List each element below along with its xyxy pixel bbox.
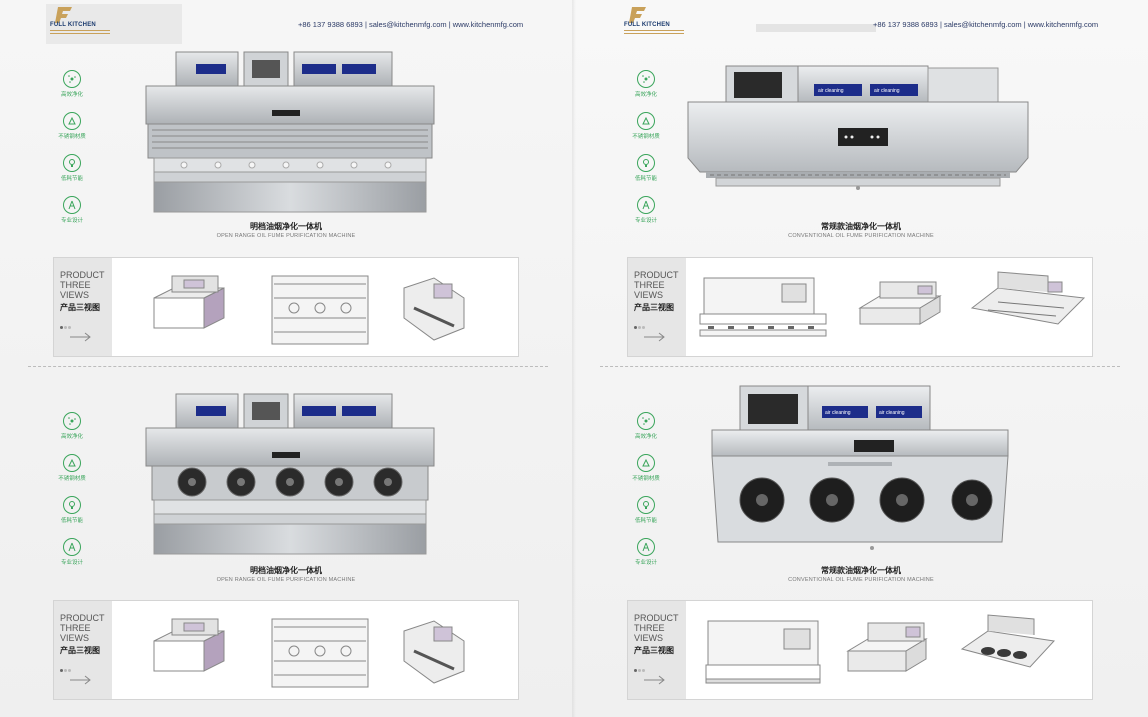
pager-dots	[60, 316, 112, 334]
bulb-icon	[63, 154, 81, 172]
brand-name: FULL KITCHEN	[50, 22, 96, 28]
feature-item: 专业设计	[626, 538, 666, 566]
product-title-cn: 明档油烟净化一体机	[250, 566, 322, 575]
design-icon	[637, 196, 655, 214]
arrow-right-icon[interactable]	[644, 332, 666, 342]
pager-dots	[634, 316, 686, 334]
product-title-en: OPEN RANGE OIL FUME PURIFICATION MACHINE	[216, 233, 356, 239]
product-caption: 明档油烟净化一体机 OPEN RANGE OIL FUME PURIFICATI…	[176, 221, 396, 239]
feature-list: 高效净化 不锈钢材质 低耗节能 专业设计	[52, 70, 92, 238]
logo-rule	[50, 30, 110, 34]
brand-logo: FULL KITCHEN	[620, 4, 756, 44]
product-title-en: OPEN RANGE OIL FUME PURIFICATION MACHINE	[216, 577, 356, 583]
feature-list: 高效净化 不锈钢材质 低耗节能 专业设计	[52, 412, 92, 580]
view-bottom-iso	[403, 620, 465, 684]
brand-name: FULL KITCHEN	[624, 22, 670, 28]
three-views-panel: PRODUCT THREE VIEWS 产品三视图	[627, 600, 1093, 700]
view-bottom-iso	[960, 614, 1056, 668]
feature-list: 高效净化 不锈钢材质 低耗节能 专业设计	[626, 70, 666, 238]
contact-info: +86 137 9388 6893 | sales@kitchenmfg.com…	[298, 20, 524, 29]
panel-label: air cleaning	[818, 88, 844, 94]
bulb-icon	[637, 496, 655, 514]
product-image-open-range-filter	[145, 51, 435, 213]
product-caption: 明档油烟净化一体机 OPEN RANGE OIL FUME PURIFICATI…	[176, 565, 396, 583]
feature-item: 专业设计	[52, 196, 92, 224]
feature-item: 不锈钢材质	[52, 112, 92, 140]
view-iso	[153, 275, 225, 329]
product-caption: 常规款油烟净化一体机 CONVENTIONAL OIL FUME PURIFIC…	[751, 221, 971, 239]
feature-item: 不锈钢材质	[626, 454, 666, 482]
feature-item: 不锈钢材质	[52, 454, 92, 482]
product-title-cn: 常规款油烟净化一体机	[821, 566, 901, 575]
feature-list: 高效净化 不锈钢材质 低耗节能 专业设计	[626, 412, 666, 580]
view-front	[699, 277, 827, 337]
three-views-label: PRODUCT THREE VIEWS 产品三视图	[54, 601, 112, 699]
three-views-panel: PRODUCT THREE VIEWS 产品三视图	[627, 257, 1093, 357]
feature-item: 专业设计	[52, 538, 92, 566]
feature-item: 高效净化	[52, 412, 92, 440]
three-views-label: PRODUCT THREE VIEWS 产品三视图	[628, 258, 686, 356]
product-image-open-range-fan	[145, 393, 435, 555]
purify-icon	[63, 412, 81, 430]
arrow-right-icon[interactable]	[644, 675, 666, 685]
product-caption: 常规款油烟净化一体机 CONVENTIONAL OIL FUME PURIFIC…	[751, 565, 971, 583]
logo-rule	[624, 30, 684, 34]
feature-item: 低耗节能	[52, 496, 92, 524]
feature-item: 低耗节能	[626, 154, 666, 182]
view-iso	[153, 618, 225, 672]
section-divider	[28, 366, 548, 367]
view-front	[271, 618, 369, 688]
design-icon	[63, 538, 81, 556]
three-views-panel: PRODUCT THREE VIEWS 产品三视图	[53, 257, 519, 357]
product-title-cn: 常规款油烟净化一体机	[821, 222, 901, 231]
pager-dots	[634, 659, 686, 677]
bulb-icon	[637, 154, 655, 172]
product-title-en: CONVENTIONAL OIL FUME PURIFICATION MACHI…	[788, 233, 934, 239]
view-front	[271, 275, 369, 345]
design-icon	[637, 538, 655, 556]
view-front	[705, 620, 821, 684]
panel-label: air cleaning	[825, 410, 851, 416]
feature-item: 不锈钢材质	[626, 112, 666, 140]
view-iso	[858, 281, 942, 325]
arrow-right-icon[interactable]	[70, 675, 92, 685]
feature-item: 高效净化	[626, 70, 666, 98]
view-bottom-iso	[403, 277, 465, 341]
feature-item: 专业设计	[626, 196, 666, 224]
panel-label: air cleaning	[874, 88, 900, 94]
view-bottom-iso	[970, 271, 1086, 325]
brand-logo: FULL KITCHEN	[46, 4, 182, 44]
design-icon	[63, 196, 81, 214]
feature-item: 高效净化	[626, 412, 666, 440]
purify-icon	[63, 70, 81, 88]
logo-icon	[55, 7, 72, 23]
product-title-cn: 明档油烟净化一体机	[250, 222, 322, 231]
bulb-icon	[63, 496, 81, 514]
contact-info: +86 137 9388 6893 | sales@kitchenmfg.com…	[873, 20, 1099, 29]
pager-dots	[60, 659, 112, 677]
logo-icon	[629, 7, 646, 23]
view-iso	[846, 622, 928, 672]
stainless-icon	[63, 112, 81, 130]
stainless-icon	[637, 454, 655, 472]
stainless-icon	[637, 112, 655, 130]
purify-icon	[637, 412, 655, 430]
three-views-panel: PRODUCT THREE VIEWS 产品三视图	[53, 600, 519, 700]
product-image-conventional-filter: air cleaning air cleaning	[687, 65, 1029, 190]
header-bar	[756, 24, 876, 32]
feature-item: 高效净化	[52, 70, 92, 98]
arrow-right-icon[interactable]	[70, 332, 92, 342]
three-views-label: PRODUCT THREE VIEWS 产品三视图	[628, 601, 686, 699]
page-spine	[572, 0, 576, 717]
feature-item: 低耗节能	[52, 154, 92, 182]
purify-icon	[637, 70, 655, 88]
feature-item: 低耗节能	[626, 496, 666, 524]
product-image-conventional-fan: air cleaning air cleaning	[711, 385, 1009, 550]
panel-label: air cleaning	[879, 410, 905, 416]
three-views-label: PRODUCT THREE VIEWS 产品三视图	[54, 258, 112, 356]
stainless-icon	[63, 454, 81, 472]
product-title-en: CONVENTIONAL OIL FUME PURIFICATION MACHI…	[788, 577, 934, 583]
section-divider	[600, 366, 1120, 367]
